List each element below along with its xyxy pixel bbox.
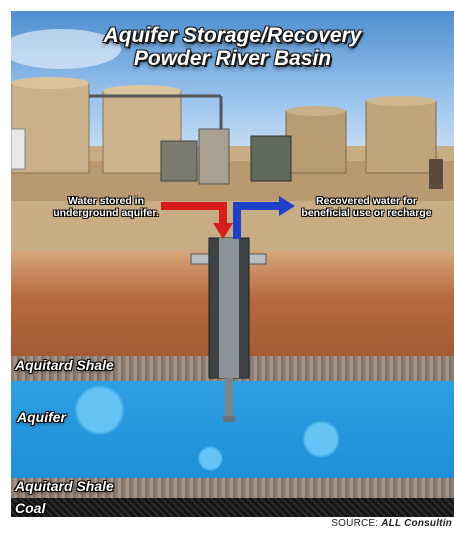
source-name: ALL Consultin	[381, 518, 452, 529]
well-screen-tip	[223, 416, 235, 422]
wellhead-housing	[198, 128, 230, 185]
well-screen	[225, 378, 233, 418]
worker	[429, 159, 443, 189]
equipment-cabinet	[250, 135, 292, 182]
coal-label: Coal	[15, 500, 46, 516]
recovered-water-callout-line2: beneficial use or recharge	[301, 207, 432, 219]
storage-tank-3	[285, 110, 347, 174]
source-prefix: SOURCE:	[331, 518, 379, 529]
storage-tank-3-top	[286, 106, 346, 116]
well-inner-tube	[219, 238, 239, 378]
storage-tank-4-top	[366, 96, 436, 106]
recovered-water-callout: Recovered water for beneficial use or re…	[279, 195, 454, 219]
storage-tank-2-top	[103, 85, 181, 97]
diagram-title-line1: Aquifer Storage/Recovery	[103, 24, 362, 47]
storage-tank-1-top	[11, 77, 89, 89]
well-diagram	[161, 196, 295, 422]
recovered-water-callout-line1: Recovered water for	[316, 195, 417, 207]
diagram-title-line2: Powder River Basin	[133, 47, 332, 70]
inflow-arrow-head	[213, 223, 233, 239]
coal-layer	[11, 498, 454, 517]
outflow-arrow	[233, 202, 281, 239]
aquitard-shale-bottom-label: Aquitard Shale	[15, 478, 114, 494]
stored-water-callout-line2: underground aquifer.	[53, 207, 159, 219]
aquitard-shale-bottom-layer	[11, 478, 454, 498]
truck	[11, 128, 26, 170]
cloud	[11, 29, 121, 69]
diagram-frame: Aquifer Storage/Recovery Powder River Ba…	[11, 11, 454, 517]
inflow-arrow	[161, 202, 227, 226]
aquitard-shale-top-label: Aquitard Shale	[15, 357, 114, 373]
source-credit: SOURCE: ALL Consultin	[331, 518, 452, 529]
stored-water-callout: Water stored in underground aquifer.	[31, 195, 181, 219]
surface-scene	[11, 77, 454, 256]
aquifer-label: Aquifer	[17, 409, 66, 425]
control-box	[160, 140, 198, 182]
outflow-arrow-head	[279, 196, 295, 216]
stored-water-callout-line1: Water stored in	[67, 195, 145, 207]
